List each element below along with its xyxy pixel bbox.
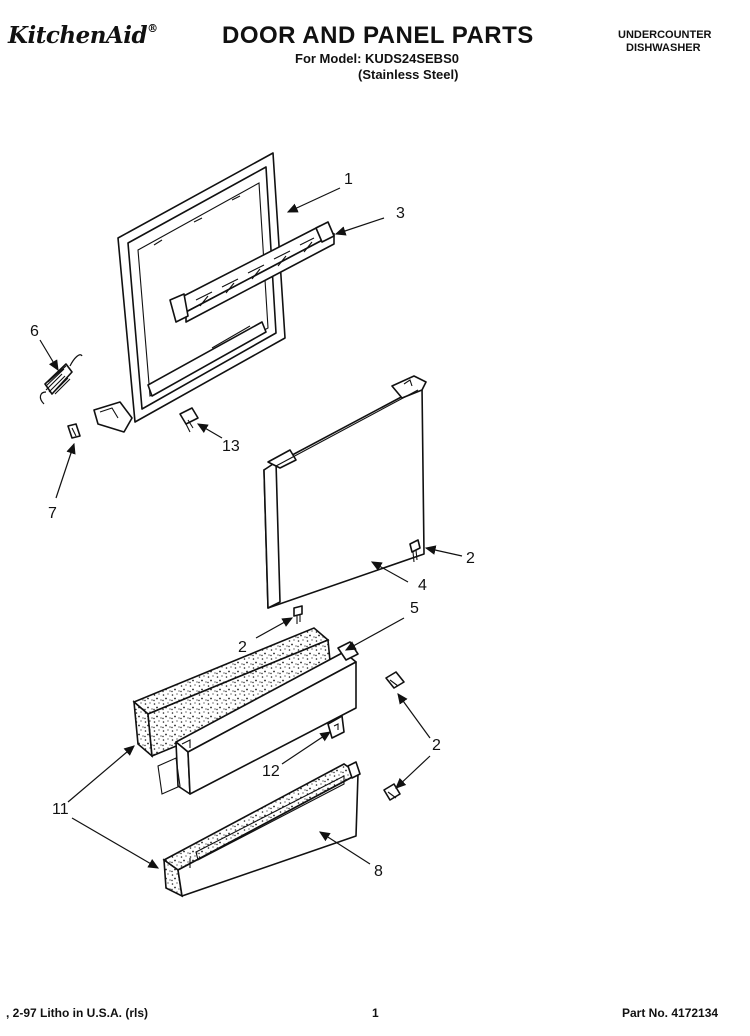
leader-lines bbox=[39, 187, 463, 869]
part-number: Part No. 4172134 bbox=[622, 1006, 719, 1020]
screw-2-upper bbox=[409, 539, 421, 563]
callout-6: 6 bbox=[30, 323, 39, 340]
category-line-2: DISHWASHER bbox=[626, 42, 701, 54]
page-title: DOOR AND PANEL PARTS bbox=[222, 22, 534, 49]
screw-13 bbox=[179, 407, 199, 433]
toe-kick-assembly bbox=[162, 761, 361, 898]
callout-13: 13 bbox=[222, 438, 240, 455]
brand-logo: KitchenAid® bbox=[8, 22, 158, 49]
brand-name: KitchenAid bbox=[8, 22, 148, 49]
callout-2-right: 2 bbox=[432, 737, 441, 754]
toe-panel-channel bbox=[157, 641, 359, 795]
category-line-1: UNDERCOUNTER bbox=[618, 29, 712, 41]
callout-5: 5 bbox=[410, 600, 419, 617]
door-spring bbox=[39, 354, 83, 405]
callout-1: 1 bbox=[344, 171, 353, 188]
litho-note: , 2-97 Litho in U.S.A. (rls) bbox=[6, 1006, 149, 1020]
callout-11: 11 bbox=[52, 801, 69, 818]
callout-2-upper: 2 bbox=[466, 550, 475, 567]
model-number: For Model: KUDS24SEBS0 bbox=[295, 51, 459, 66]
callout-3: 3 bbox=[396, 205, 405, 222]
upper-bracket bbox=[169, 221, 335, 323]
callout-12: 12 bbox=[262, 763, 280, 780]
callout-8: 8 bbox=[374, 863, 383, 880]
screw-2-right-upper bbox=[385, 671, 405, 689]
brand-registered-mark: ® bbox=[147, 22, 158, 35]
spring-clip bbox=[67, 423, 81, 439]
callout-7: 7 bbox=[48, 505, 57, 522]
callout-4: 4 bbox=[418, 577, 427, 594]
callout-2-panel: 2 bbox=[238, 639, 247, 656]
outer-door-panel bbox=[263, 375, 427, 609]
page-number: 1 bbox=[372, 1006, 379, 1020]
screw-2-lower-panel bbox=[293, 605, 303, 624]
finish-label: (Stainless Steel) bbox=[358, 67, 459, 82]
